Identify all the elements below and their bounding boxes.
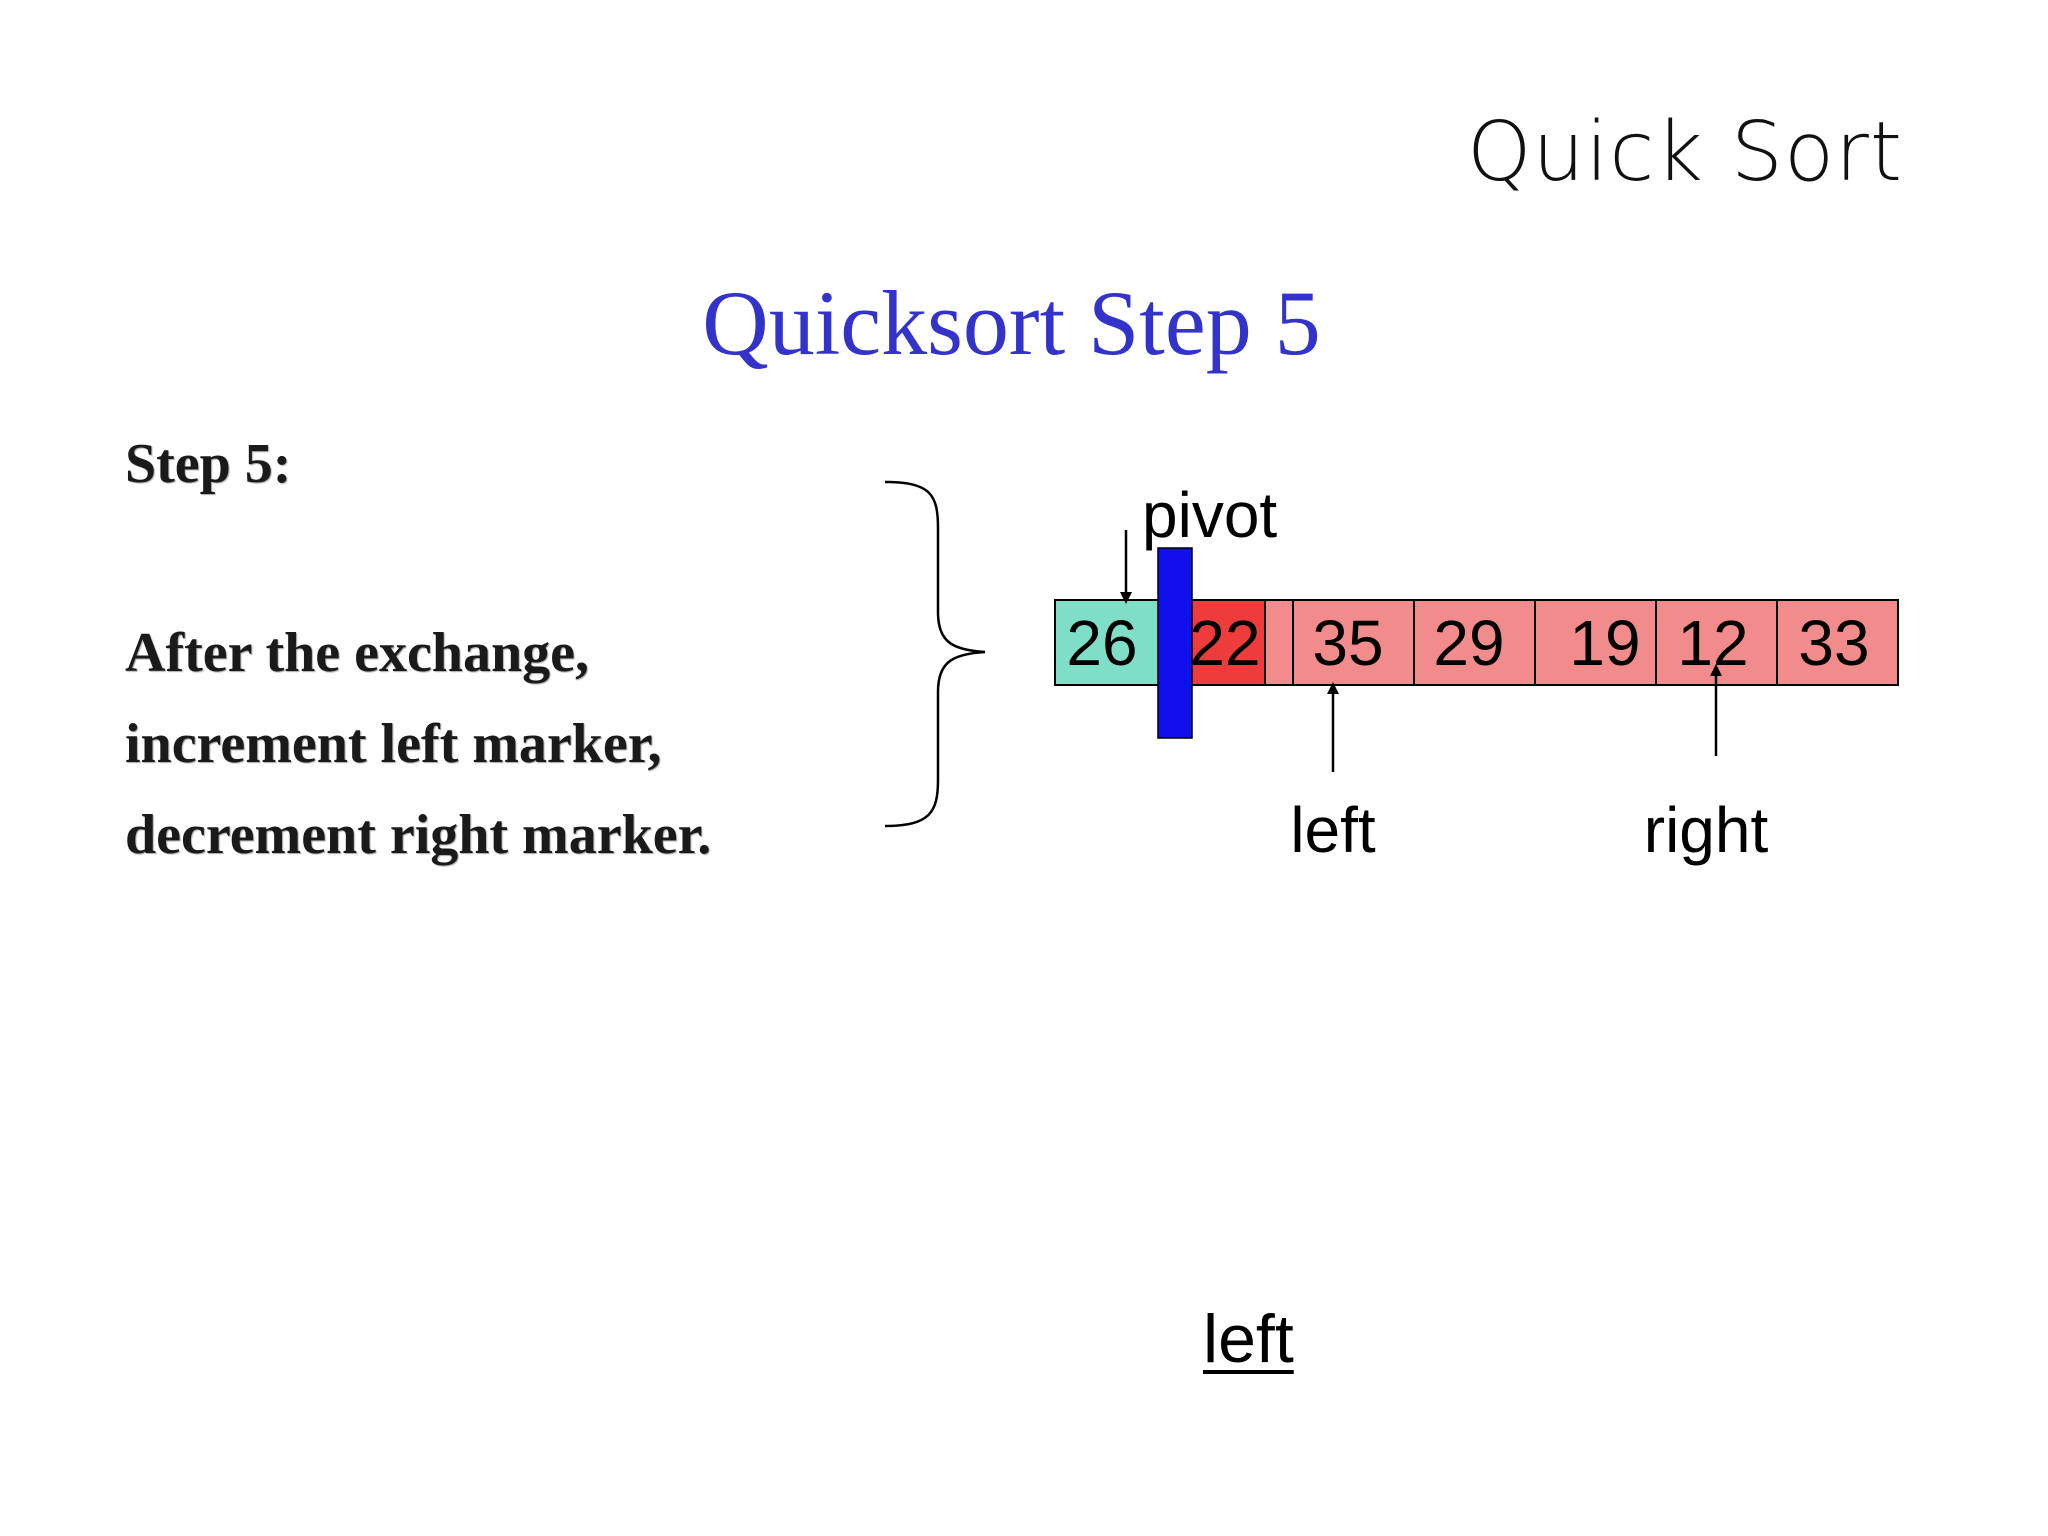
right-marker-label: right [1644, 794, 1769, 866]
step-description: After the exchange, increment left marke… [125, 608, 711, 881]
left-link[interactable]: left [1203, 1301, 1294, 1377]
description-line: After the exchange, [125, 622, 589, 684]
array-cell [1776, 599, 1899, 686]
left-marker-label: left [1290, 794, 1376, 866]
step-heading: Quicksort Step 5 [702, 272, 1321, 374]
pivot-label: pivot [1142, 479, 1277, 551]
array-value: 12 [1677, 607, 1748, 679]
array-value: 35 [1312, 607, 1383, 679]
array-value: 22 [1189, 607, 1260, 679]
array-value: 19 [1569, 607, 1640, 679]
description-line: decrement right marker. [125, 804, 712, 866]
array-value: 29 [1433, 607, 1504, 679]
array: 26 22 35 29 19 12 33 [1054, 547, 1899, 739]
array-value: 33 [1798, 607, 1869, 679]
array-value: 26 [1066, 607, 1137, 679]
partition-divider-bar [1157, 547, 1193, 739]
curly-brace [884, 480, 986, 828]
step-label: Step 5: [125, 433, 292, 495]
array-cell [1413, 599, 1536, 686]
slide-title: Quick Sort [1466, 105, 1903, 200]
description-line: increment left marker, [125, 713, 662, 775]
array-cell [1264, 599, 1294, 686]
